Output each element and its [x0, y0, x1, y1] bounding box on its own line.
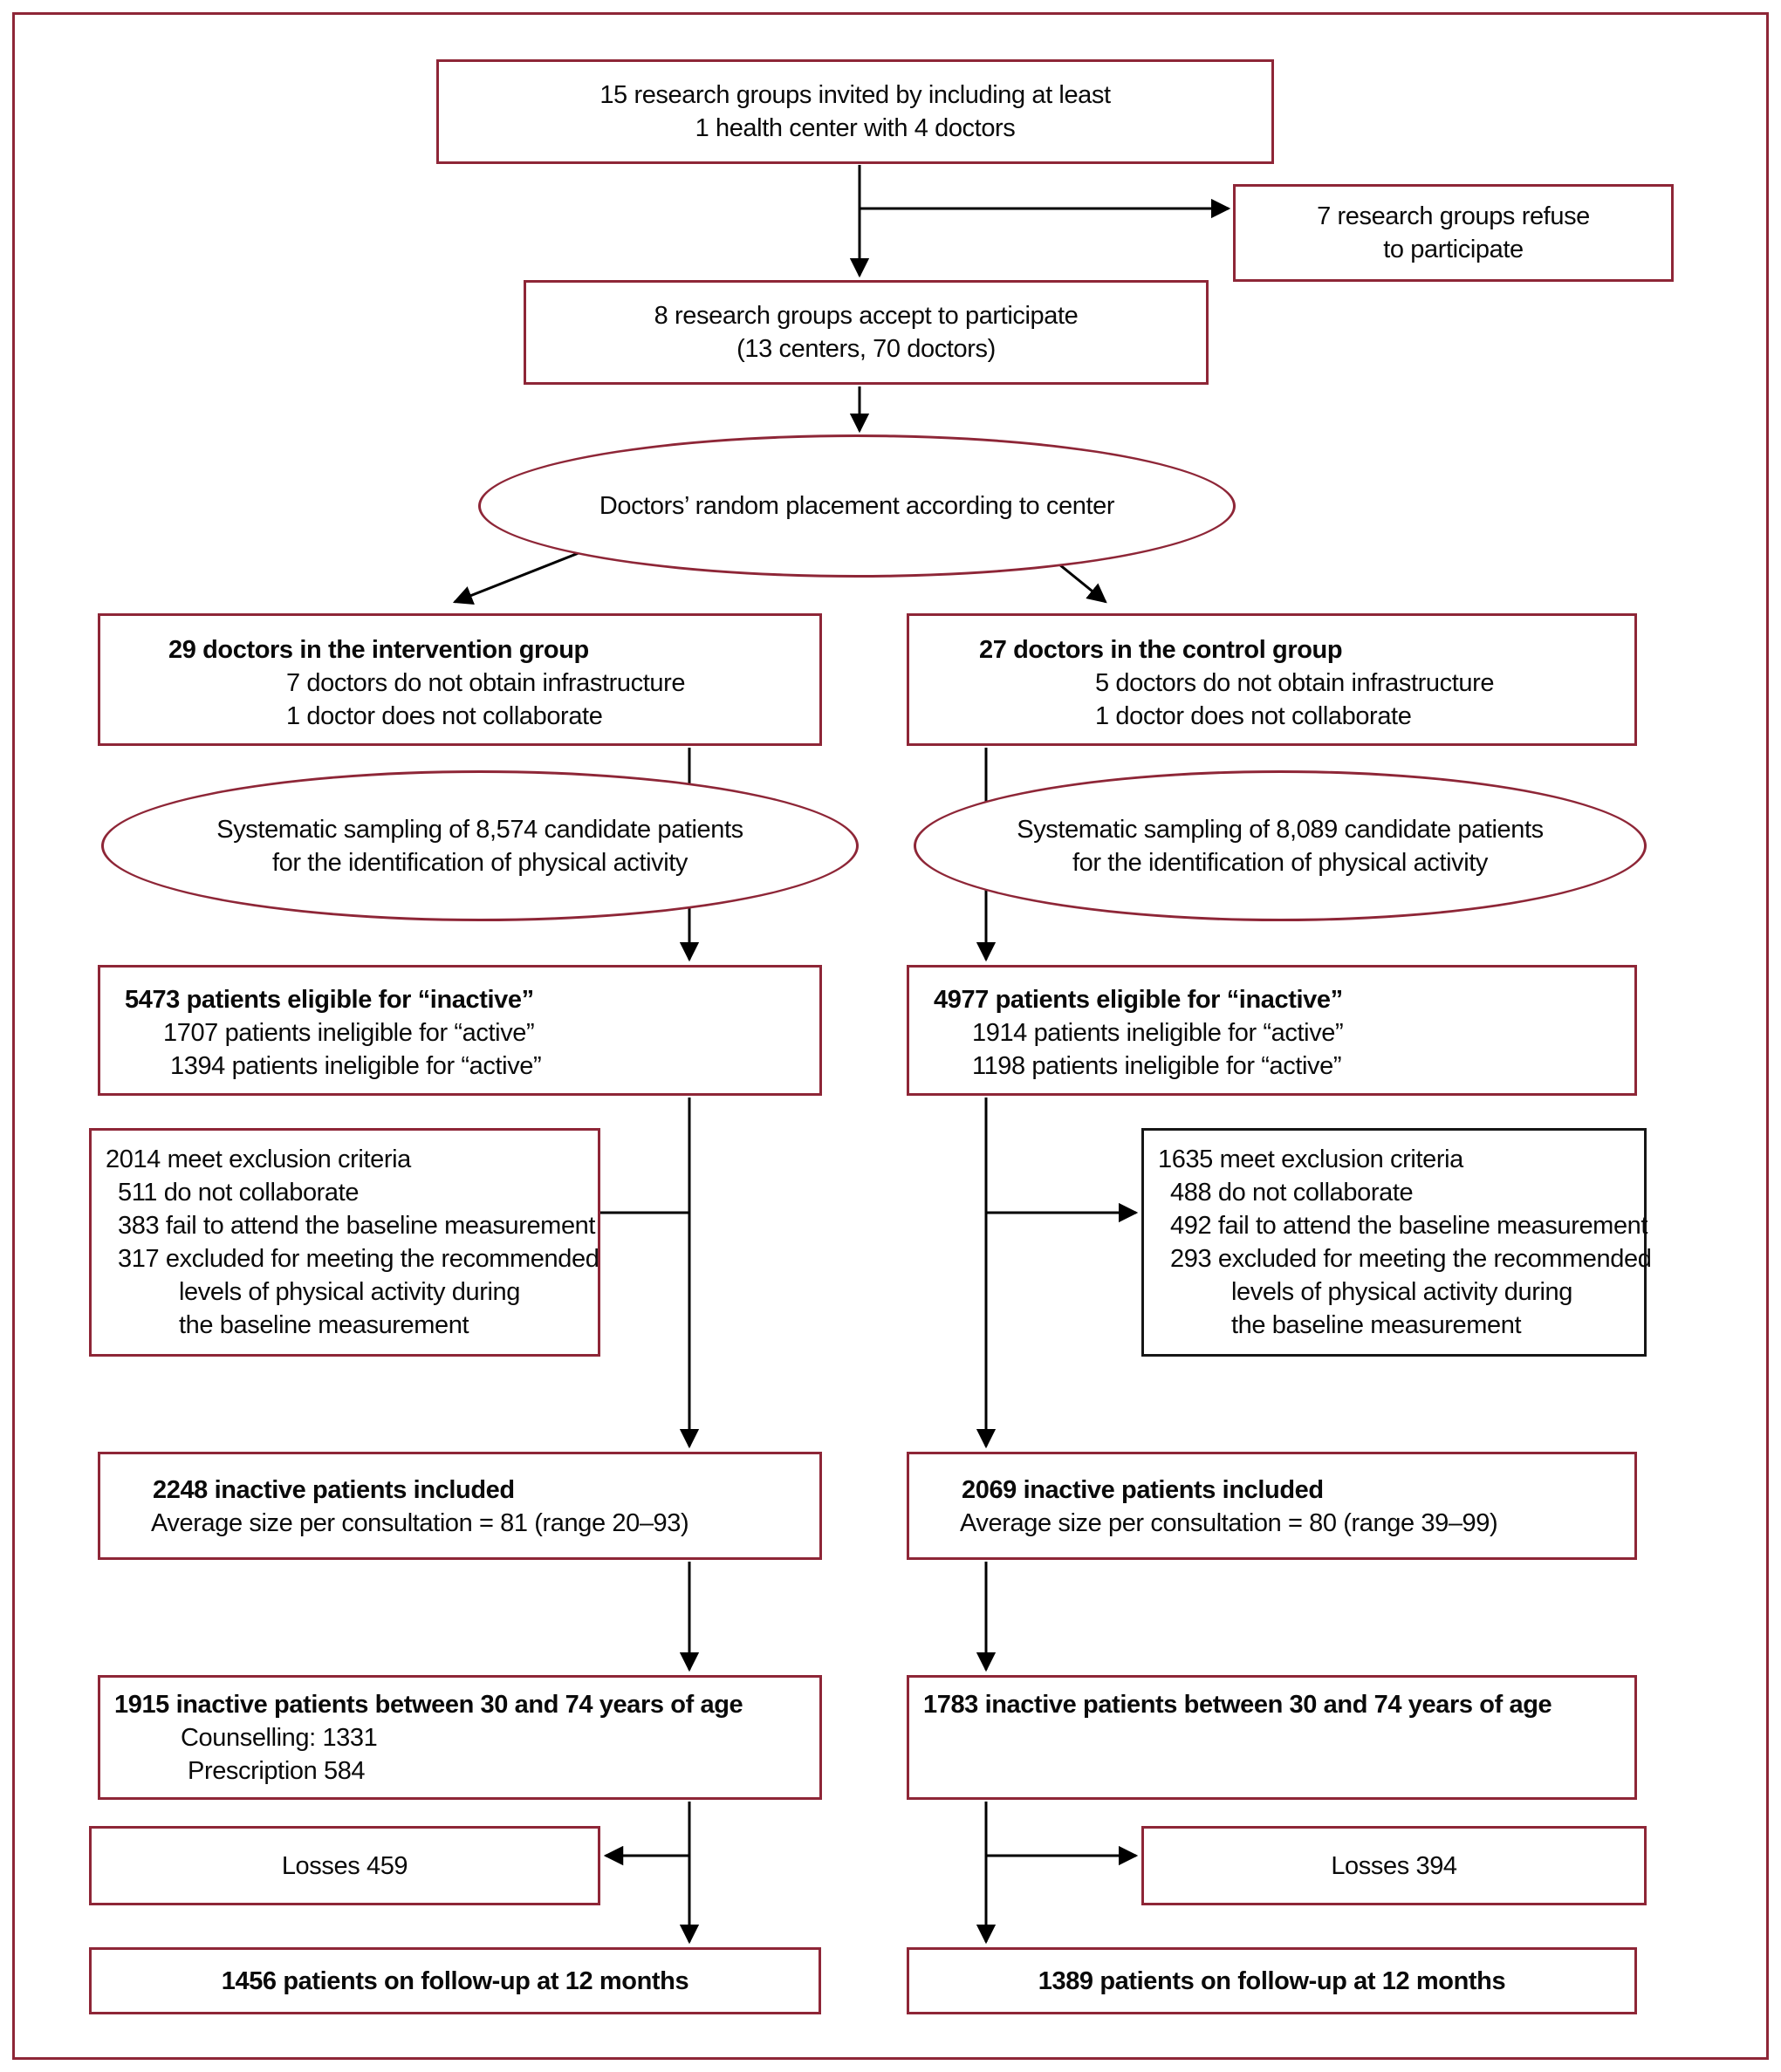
text-line: 1783 inactive patients between 30 and 74… — [923, 1691, 1552, 1719]
randomization-ellipse: Doctors’ random placement according to c… — [478, 434, 1236, 578]
text-line: 2014 meet exclusion criteria — [106, 1145, 411, 1173]
text-line: Prescription 584 — [188, 1757, 366, 1785]
text-line: 8 research groups accept to participate — [654, 302, 1079, 330]
text-line: Losses 394 — [1331, 1851, 1457, 1880]
text-line: Systematic sampling of 8,574 candidate p… — [216, 815, 743, 844]
text-line: 293 excluded for meeting the recommended — [1170, 1245, 1652, 1273]
text-line: 4977 patients eligible for “inactive” — [934, 986, 1343, 1014]
text-line: to participate — [1383, 236, 1524, 263]
text-line: 1 doctor does not collaborate — [286, 702, 603, 730]
text-line: Average size per consultation = 80 (rang… — [960, 1509, 1498, 1537]
text-line: the baseline measurement — [179, 1311, 469, 1339]
included-control-box: 2069 inactive patients included Average … — [907, 1452, 1637, 1560]
eligible-control-box: 4977 patients eligible for “inactive” 19… — [907, 965, 1637, 1096]
followup-control-box: 1389 patients on follow-up at 12 months — [907, 1947, 1637, 2014]
text-line: 317 excluded for meeting the recommended — [118, 1245, 599, 1273]
text-line: 27 doctors in the control group — [979, 636, 1343, 664]
text-line: 7 doctors do not obtain infrastructure — [286, 669, 686, 697]
text-line: 383 fail to attend the baseline measurem… — [118, 1212, 596, 1240]
age-intervention-box: 1915 inactive patients between 30 and 74… — [98, 1675, 822, 1800]
flow-randomization-to-intervention — [452, 548, 588, 605]
text-line: 29 doctors in the intervention group — [168, 636, 589, 664]
text-line: Counselling: 1331 — [181, 1724, 378, 1752]
text-line: 2069 inactive patients included — [962, 1476, 1324, 1504]
age-control-box: 1783 inactive patients between 30 and 74… — [907, 1675, 1637, 1800]
included-intervention-box: 2248 inactive patients included Average … — [98, 1452, 822, 1560]
exclusion-intervention-box: 2014 meet exclusion criteria 511 do not … — [89, 1128, 600, 1357]
invited-box: 15 research groups invited by including … — [436, 59, 1274, 164]
sampling-control-ellipse: Systematic sampling of 8,089 candidate p… — [914, 770, 1647, 921]
text-line: 1198 patients ineligible for “active” — [972, 1052, 1342, 1080]
text-line: (13 centers, 70 doctors) — [736, 335, 996, 363]
text-line: 492 fail to attend the baseline measurem… — [1170, 1212, 1648, 1240]
text-line: 1456 patients on follow-up at 12 months — [221, 1966, 689, 1995]
text-line: 488 do not collaborate — [1170, 1179, 1414, 1207]
losses-control-box: Losses 394 — [1141, 1826, 1647, 1905]
text-line: 1 doctor does not collaborate — [1095, 702, 1412, 730]
losses-intervention-box: Losses 459 — [89, 1826, 600, 1905]
text-line: Doctors’ random placement according to c… — [599, 492, 1115, 520]
refuse-box: 7 research groups refuse to participate — [1233, 184, 1674, 282]
sampling-intervention-ellipse: Systematic sampling of 8,574 candidate p… — [101, 770, 859, 921]
text-line: 1389 patients on follow-up at 12 months — [1038, 1966, 1506, 1995]
exclusion-control-box: 1635 meet exclusion criteria 488 do not … — [1141, 1128, 1652, 1357]
control-doctors-box: 27 doctors in the control group 5 doctor… — [907, 613, 1637, 746]
text-line: 2248 inactive patients included — [153, 1476, 515, 1504]
text-line: 15 research groups invited by including … — [599, 81, 1111, 109]
text-line: levels of physical activity during — [179, 1278, 520, 1306]
intervention-doctors-box: 29 doctors in the intervention group 7 d… — [98, 613, 822, 746]
text-line: levels of physical activity during — [1231, 1278, 1572, 1306]
text-line: 1707 patients ineligible for “active” — [163, 1019, 535, 1047]
followup-intervention-box: 1456 patients on follow-up at 12 months — [89, 1947, 821, 2014]
text-line: 1394 patients ineligible for “active” — [170, 1052, 542, 1080]
text-line: 1 health center with 4 doctors — [695, 114, 1016, 142]
eligible-intervention-box: 5473 patients eligible for “inactive” 17… — [98, 965, 822, 1096]
accept-box: 8 research groups accept to participate … — [524, 280, 1209, 385]
text-line: 5473 patients eligible for “inactive” — [125, 986, 534, 1014]
text-line: the baseline measurement — [1231, 1311, 1522, 1339]
text-line: Systematic sampling of 8,089 candidate p… — [1017, 815, 1544, 844]
text-line: 7 research groups refuse — [1317, 202, 1590, 230]
text-line: for the identification of physical activ… — [271, 848, 688, 877]
text-line: Losses 459 — [281, 1851, 408, 1880]
text-line: for the identification of physical activ… — [1072, 848, 1489, 877]
text-line: 511 do not collaborate — [118, 1179, 360, 1207]
text-line: 1915 inactive patients between 30 and 74… — [114, 1691, 743, 1719]
text-line: 1914 patients ineligible for “active” — [972, 1019, 1344, 1047]
text-line: 1635 meet exclusion criteria — [1158, 1145, 1463, 1173]
text-line: Average size per consultation = 81 (rang… — [151, 1509, 689, 1537]
text-line: 5 doctors do not obtain infrastructure — [1095, 669, 1495, 697]
